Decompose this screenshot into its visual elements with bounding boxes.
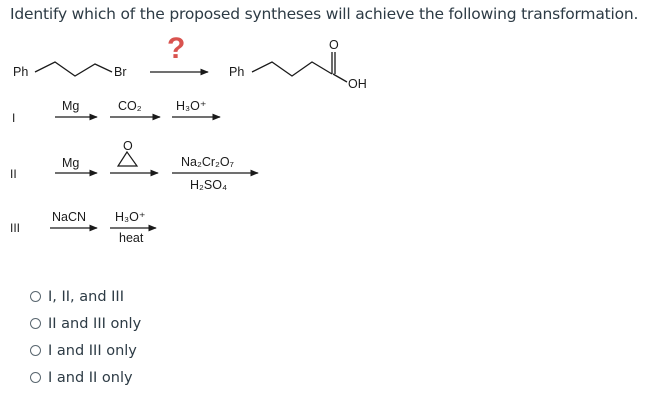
- route-2-step3-bottom: H₂SO₄: [190, 178, 227, 192]
- route-2-epoxide-oxygen: O: [123, 139, 133, 153]
- route-3-step1: NaCN: [52, 210, 86, 224]
- route-3-step2-bottom: heat: [119, 231, 144, 245]
- reactant-chain: [34, 61, 113, 77]
- option-ii-iii[interactable]: II and III only: [30, 310, 141, 337]
- product-chain: [251, 61, 333, 77]
- option-i-ii-iii[interactable]: I, II, and III: [30, 283, 141, 310]
- route-2-numeral: II: [10, 167, 17, 181]
- radio-button[interactable]: [30, 291, 41, 302]
- option-label: I and II only: [48, 369, 133, 386]
- route-1-step1: Mg: [62, 99, 79, 113]
- option-label: I and III only: [48, 342, 137, 359]
- epoxide-icon: [116, 150, 139, 167]
- question-text: Identify which of the proposed syntheses…: [10, 5, 639, 23]
- reactant-phenyl-label: Ph: [13, 65, 28, 79]
- option-label: II and III only: [48, 315, 142, 332]
- radio-button[interactable]: [30, 345, 41, 356]
- route-2-step3-top: Na₂Cr₂O₇: [181, 155, 234, 169]
- reaction-scheme: Ph Br ? Ph O OH I Mg CO₂ H₃O⁺ II Mg O Na…: [10, 32, 367, 245]
- route-3-step2-top: H₃O⁺: [115, 210, 145, 224]
- option-label: I, II, and III: [48, 288, 124, 305]
- radio-button[interactable]: [30, 318, 41, 329]
- product-oxygen-label: O: [329, 38, 339, 52]
- route-1-step3: H₃O⁺: [176, 99, 206, 113]
- route-1-step2: CO₂: [118, 99, 142, 113]
- option-i-ii[interactable]: I and II only: [30, 364, 141, 391]
- route-3-numeral: III: [10, 221, 20, 235]
- answer-options: I, II, and III II and III only I and III…: [30, 283, 141, 391]
- route-2-step1: Mg: [62, 156, 79, 170]
- radio-button[interactable]: [30, 372, 41, 383]
- hydroxyl-bond: [332, 73, 348, 83]
- reactant-bromine-label: Br: [114, 65, 127, 79]
- question-mark-icon: ?: [167, 32, 185, 65]
- product-hydroxyl-label: OH: [348, 77, 367, 91]
- option-i-iii[interactable]: I and III only: [30, 337, 141, 364]
- route-1-numeral: I: [12, 111, 15, 125]
- product-phenyl-label: Ph: [229, 65, 244, 79]
